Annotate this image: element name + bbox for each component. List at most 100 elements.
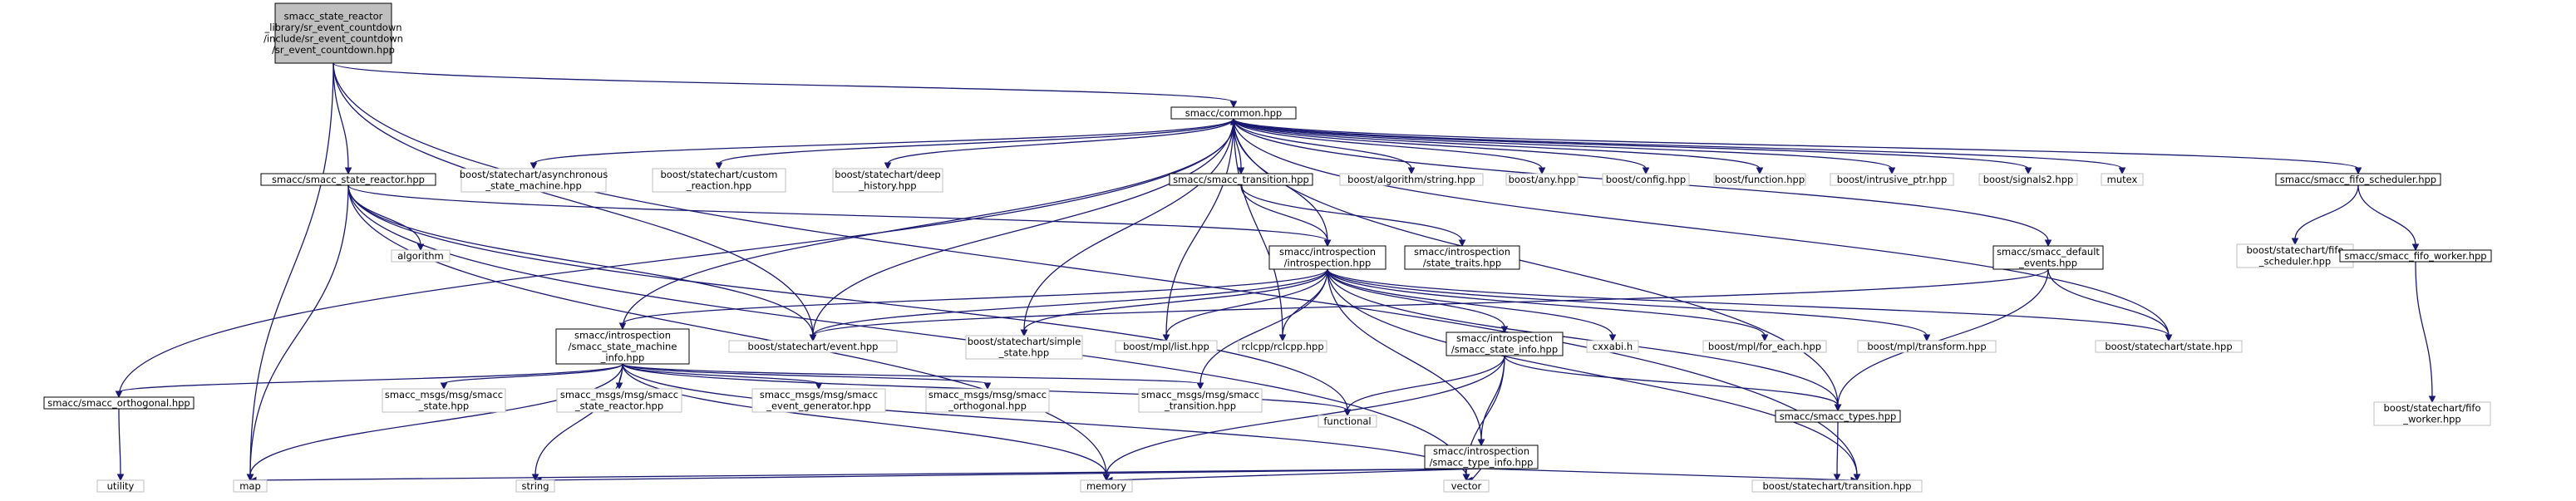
- arrowhead-introspection-to-rclcpp: [1278, 334, 1287, 342]
- node-state_reactor[interactable]: smacc/smacc_state_reactor.hpp: [260, 173, 436, 186]
- node-transition[interactable]: smacc/smacc_transition.hpp: [1169, 173, 1313, 186]
- edge-introspection-to-sc_state: [1327, 268, 2170, 336]
- node-msg_state[interactable]: smacc_msgs/msg/smacc_state.hpp: [382, 388, 506, 413]
- node-box-sc_fifo_worker: [2373, 401, 2491, 426]
- node-config[interactable]: boost/config.hpp: [1602, 173, 1690, 186]
- node-utility[interactable]: utility: [96, 479, 145, 493]
- node-any[interactable]: boost/any.hpp: [1505, 173, 1579, 186]
- node-map[interactable]: map: [233, 479, 268, 493]
- arrowhead-sm_info-to-msg_orthogonal: [983, 382, 992, 390]
- edge-introspection-to-simple_state: [1023, 268, 1328, 332]
- node-sc_fifo_worker[interactable]: boost/statechart/fifo_worker.hpp: [2373, 401, 2491, 426]
- node-custom_reaction[interactable]: boost/statechart/custom_reaction.hpp: [652, 168, 786, 193]
- node-mpl_list[interactable]: boost/mpl/list.hpp: [1115, 340, 1218, 353]
- node-label-sc_state-line-0: boost/statechart/state.hpp: [2105, 341, 2232, 352]
- edge-introspection-to-event: [812, 268, 1328, 336]
- node-type_info[interactable]: smacc/introspection/smacc_type_info.hpp: [1424, 445, 1539, 469]
- node-label-custom_reaction-line-0: boost/statechart/custom: [661, 169, 778, 180]
- node-string[interactable]: string: [515, 479, 555, 493]
- node-default_events[interactable]: smacc/smacc_default_events.hpp: [1992, 245, 2104, 270]
- node-state_traits[interactable]: smacc/introspection/state_traits.hpp: [1404, 245, 1520, 270]
- edge-type_info-to-string: [539, 468, 1482, 481]
- node-smacc_types[interactable]: smacc/smacc_types.hpp: [1775, 410, 1901, 423]
- edge-introspection-to-state_info: [1327, 268, 1505, 328]
- node-msg_orthogonal[interactable]: smacc_msgs/msg/smacc_orthogonal.hpp: [925, 388, 1050, 413]
- edge-default_events-to-smacc_types: [1837, 268, 2049, 406]
- node-box-utility: [96, 479, 145, 493]
- node-mpl_transform[interactable]: boost/mpl/transform.hpp: [1857, 340, 1997, 353]
- node-rclcpp[interactable]: rclcpp/rclcpp.hpp: [1238, 340, 1327, 353]
- node-box-vector: [1443, 479, 1490, 493]
- node-label-fifo_worker-line-0: smacc/smacc_fifo_worker.hpp: [2344, 250, 2486, 262]
- node-box-msg_state_reactor: [556, 388, 682, 413]
- node-box-type_info: [1424, 445, 1539, 469]
- node-label-sm_info-line-2: _info.hpp: [600, 351, 645, 363]
- node-function[interactable]: boost/function.hpp: [1713, 173, 1806, 186]
- node-orthogonal[interactable]: smacc/smacc_orthogonal.hpp: [43, 396, 195, 410]
- node-label-algorithm-line-0: algorithm: [397, 250, 444, 262]
- arrowhead-introspection-to-mpl_transform: [1923, 334, 1931, 342]
- node-sc_state[interactable]: boost/statechart/state.hpp: [2095, 340, 2243, 353]
- node-sc_transition[interactable]: boost/statechart/transition.hpp: [1751, 479, 1923, 493]
- node-functional[interactable]: functional: [1318, 415, 1377, 428]
- node-label-config-line-0: boost/config.hpp: [1606, 174, 1686, 185]
- node-label-state_reactor-line-0: smacc/smacc_state_reactor.hpp: [272, 174, 425, 185]
- node-async[interactable]: boost/statechart/asynchronous_state_mach…: [460, 168, 608, 193]
- node-msg_transition[interactable]: smacc_msgs/msg/smacc_transition.hpp: [1138, 388, 1263, 413]
- node-label-string-line-0: string: [521, 480, 549, 492]
- node-label-function-line-0: boost/function.hpp: [1715, 174, 1805, 185]
- node-label-sc_fifo_worker-line-0: boost/statechart/fifo: [2384, 402, 2481, 414]
- node-label-msg_state-line-0: smacc_msgs/msg/smacc: [385, 389, 503, 400]
- node-fifo_scheduler[interactable]: smacc/smacc_fifo_scheduler.hpp: [2275, 173, 2441, 186]
- node-memory[interactable]: memory: [1080, 479, 1133, 493]
- arrowhead-introspection-to-mpl_for_each: [1761, 334, 1769, 342]
- edge-sm_info-to-memory: [622, 363, 1107, 476]
- node-sm_info[interactable]: smacc/introspection/smacc_state_machine_…: [555, 328, 690, 365]
- node-label-root-line-0: smacc_state_reactor: [284, 11, 383, 22]
- edge-state_reactor-to-vector: [347, 184, 1467, 476]
- node-mutex[interactable]: mutex: [2101, 173, 2144, 186]
- arrowhead-common-to-default_events: [2044, 239, 2052, 248]
- node-box-event: [728, 340, 898, 353]
- arrowhead-sm_info-to-msg_event_gen: [815, 382, 823, 390]
- node-algo_string[interactable]: boost/algorithm/string.hpp: [1339, 173, 1484, 186]
- node-label-default_events-line-1: _events.hpp: [2018, 258, 2077, 269]
- node-deep_history[interactable]: boost/statechart/deep_history.hpp: [832, 168, 943, 193]
- node-intrusive[interactable]: boost/intrusive_ptr.hpp: [1830, 173, 1954, 186]
- node-algorithm[interactable]: algorithm: [391, 249, 451, 263]
- node-simple_state[interactable]: boost/statechart/simple_state.hpp: [965, 335, 1083, 360]
- edge-common-to-mutex: [1233, 118, 2123, 169]
- node-box-custom_reaction: [652, 168, 786, 193]
- arrowhead-fifo_worker-to-sc_fifo_worker: [2428, 395, 2436, 404]
- node-box-state_traits: [1404, 245, 1520, 270]
- edge-common-to-signals2: [1233, 118, 2029, 169]
- arrowhead-common-to-intrusive: [1888, 167, 1896, 175]
- node-fifo_worker[interactable]: smacc/smacc_fifo_worker.hpp: [2339, 249, 2492, 263]
- node-sc_fifo_scheduler[interactable]: boost/statechart/fifo_scheduler.hpp: [2236, 243, 2354, 268]
- node-root[interactable]: smacc_state_reactor_library/sr_event_cou…: [264, 2, 403, 64]
- node-mpl_for_each[interactable]: boost/mpl/for_each.hpp: [1702, 340, 1827, 353]
- edge-type_info-to-typeinfo: [1480, 468, 1853, 481]
- node-msg_state_reactor[interactable]: smacc_msgs/msg/smacc_state_reactor.hpp: [556, 388, 682, 413]
- arrowhead-common-to-fifo_scheduler: [2354, 167, 2362, 175]
- node-common[interactable]: smacc/common.hpp: [1170, 106, 1297, 120]
- node-label-sm_info-line-1: /smacc_state_machine: [569, 341, 677, 352]
- node-label-mpl_for_each-line-0: boost/mpl/for_each.hpp: [1708, 341, 1821, 352]
- node-signals2[interactable]: boost/signals2.hpp: [1978, 173, 2078, 186]
- node-label-any-line-0: boost/any.hpp: [1509, 174, 1576, 185]
- node-box-msg_transition: [1138, 388, 1263, 413]
- node-introspection[interactable]: smacc/introspection/introspection.hpp: [1268, 245, 1387, 270]
- edge-sm_info-to-string: [534, 363, 623, 476]
- node-state_info[interactable]: smacc/introspection/smacc_state_info.hpp: [1446, 332, 1564, 356]
- node-label-intrusive-line-0: boost/intrusive_ptr.hpp: [1837, 174, 1948, 185]
- node-event[interactable]: boost/statechart/event.hpp: [728, 340, 898, 353]
- node-cxxabi[interactable]: cxxabi.h: [1586, 340, 1639, 353]
- edge-common-to-sc_state: [1233, 118, 2170, 336]
- node-msg_event_gen[interactable]: smacc_msgs/msg/smacc_event_generator.hpp: [751, 388, 886, 413]
- node-vector[interactable]: vector: [1443, 479, 1490, 493]
- node-box-any: [1505, 173, 1579, 186]
- node-box-signals2: [1978, 173, 2078, 186]
- arrowhead-common-to-deep_history: [884, 162, 892, 170]
- edge-state_info-to-memory: [1106, 355, 1505, 476]
- node-label-root-line-3: /sr_event_countdown.hpp: [272, 44, 395, 56]
